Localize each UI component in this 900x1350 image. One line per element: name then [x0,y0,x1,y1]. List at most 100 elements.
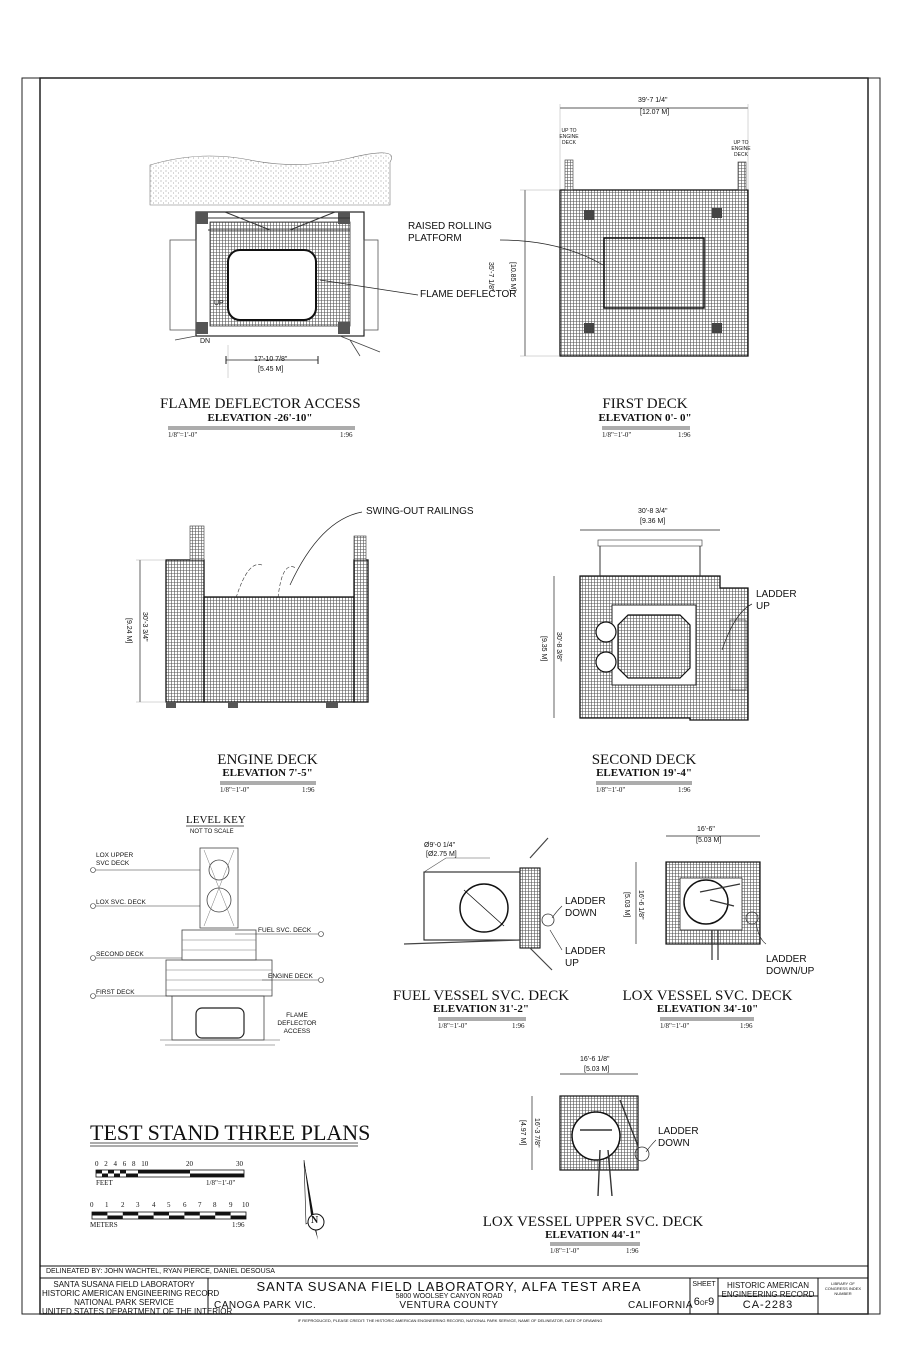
project-title: SANTA SUSANA FIELD LABORATORY, ALFA TEST… [256,1279,642,1294]
fuel-vessel-plan [403,837,555,971]
lox-upper-height: 16'-3 7/8" [533,1118,540,1148]
lox-vessel-ratio: 1:96 [740,1022,753,1030]
level-key-first: FIRST DECK [96,989,135,996]
feet-scale: 1/8"=1'-0" [206,1179,236,1187]
ladder-down-fuel-callout: LADDER DOWN [565,896,606,919]
first-deck-width: 39'-7 1/4" [638,97,668,104]
north-arrow-icon [303,1159,325,1240]
sheet-title: TEST STAND THREE PLANS [90,1120,371,1145]
feet-tick-20: 20 [186,1160,193,1168]
flame-deflector-callout: FLAME DEFLECTOR [420,289,517,300]
level-key-lox-upper: LOX UPPER SVC DECK [96,852,134,867]
meter-label: METERS [90,1221,118,1229]
lox-vessel-elevation: ELEVATION 34'-10" [656,1003,759,1015]
engine-deck-height-m: [9.24 M] [125,618,132,644]
lox-vessel-width-m: [5.03 M] [696,837,722,844]
haer-label: HISTORIC AMERICAN ENGINEERING RECORD [721,1281,815,1299]
lox-upper-width: 16'-6 1/8" [580,1056,610,1063]
fuel-vessel-scale: 1/8"=1'-0" [438,1022,468,1030]
engine-deck-height: 30'-3 3/4" [141,612,148,642]
level-key-flame: FLAME DEFLECTOR ACCESS [277,1012,317,1035]
level-key-second: SECOND DECK [96,951,144,958]
second-deck-height-m: [9.35 M] [540,636,547,662]
lox-vessel-height-m: [5.03 M] [623,892,630,918]
fuel-vessel-dia-m: [Ø2.75 M] [426,851,457,858]
level-key-elevation [90,847,324,1046]
feet-tick-labels: 0 2 4 6 8 10 [95,1160,149,1168]
lox-vessel-title: LOX VESSEL SVC. DECK [622,988,793,1004]
level-key-fuel-svc: FUEL SVC. DECK [258,927,312,934]
lox-upper-plan [531,1073,650,1197]
flame-deflector-title: FLAME DEFLECTOR ACCESS [160,396,361,412]
level-key-title: LEVEL KEY [186,814,246,826]
lox-vessel-height: 16'-6 1/8" [637,890,644,920]
second-deck-plan [553,529,749,721]
lox-upper-ratio: 1:96 [626,1247,639,1255]
second-deck-width-m: [9.36 M] [640,518,666,525]
engine-deck-ratio: 1:96 [302,786,315,794]
flame-deflector-elevation: ELEVATION -26'-10" [207,412,313,424]
first-deck-plan [520,104,749,357]
lox-upper-height-m: [4.97 M] [519,1120,526,1146]
level-key-note: NOT TO SCALE [190,829,234,835]
ladder-up-fuel-callout: LADDER UP [565,946,606,969]
flame-deflector-plan [149,152,392,378]
second-deck-width: 30'-8 3/4" [638,508,668,515]
second-deck-height: 30'-8 3/8" [555,632,562,662]
loc-index: LIBRARY OF CONGRESS INDEX NUMBER [824,1281,862,1296]
second-deck-ratio: 1:96 [678,786,691,794]
footer-note: IF REPRODUCED, PLEASE CREDIT: THE HISTOR… [297,1318,603,1323]
flame-deflector-dim-m: [5.45 M] [258,366,284,373]
engine-deck-title: ENGINE DECK [217,752,318,768]
engine-deck-elevation: ELEVATION 7'-5" [222,767,313,779]
ladder-down-upper-callout: LADDER DOWN [658,1126,699,1149]
second-deck-elevation: ELEVATION 19'-4" [596,767,692,779]
flame-deflector-dn-note: DN [200,338,211,345]
sheet-label: SHEET [692,1281,716,1288]
sheet-number: 6OF9 [693,1296,715,1308]
first-deck-height-m: [10.85 M] [509,262,516,292]
flame-deflector-dim: 17'-10 7/8" [254,356,288,363]
first-deck-height: 35'-7 1/8" [487,262,494,292]
scale-bar-feet [95,1169,245,1178]
org-block: SANTA SUSANA FIELD LABORATORY HISTORIC A… [42,1280,233,1316]
swing-out-callout: SWING-OUT RAILINGS [366,506,474,517]
flame-deflector-scale: 1/8"=1'-0" [168,431,198,439]
first-deck-elevation: ELEVATION 0'- 0" [598,412,692,424]
ladder-downup-lox-callout: LADDER DOWN/UP [766,954,815,977]
flame-deflector-up-note: UP [214,300,224,307]
engine-deck-scale: 1/8"=1'-0" [220,786,250,794]
fuel-vessel-ratio: 1:96 [512,1022,525,1030]
project-state: CALIFORNIA [628,1300,694,1311]
delineated-by: DELINEATED BY: JOHN WACHTEL, RYAN PIERCE… [46,1268,275,1275]
project-city: CANOGA PARK VIC. [214,1300,317,1311]
engine-deck-plan [136,525,369,708]
project-address: 5800 WOOLSEY CANYON ROAD [395,1293,503,1300]
raised-platform-callout: RAISED ROLLING PLATFORM [408,221,492,244]
first-deck-ratio: 1:96 [678,431,691,439]
lox-upper-scale: 1/8"=1'-0" [550,1247,580,1255]
project-county: VENTURA COUNTY [399,1300,499,1311]
ladder-up-second-callout: LADDER UP [756,589,797,612]
lox-vessel-plan [635,835,761,960]
first-deck-up-left: UP TO ENGINE DECK [559,128,579,146]
lox-vessel-scale: 1/8"=1'-0" [660,1022,690,1030]
lox-upper-title: LOX VESSEL UPPER SVC. DECK [482,1214,704,1230]
scale-bar-meters [91,1211,247,1220]
fuel-vessel-elevation: ELEVATION 31'-2" [433,1003,529,1015]
lox-upper-width-m: [5.03 M] [584,1066,610,1073]
level-key-engine: ENGINE DECK [268,973,313,980]
level-key-lox-svc: LOX SVC. DECK [96,899,146,906]
first-deck-title: FIRST DECK [602,396,688,412]
first-deck-width-m: [12.07 M] [640,109,670,116]
lox-vessel-width: 16'-6" [697,826,715,833]
lox-upper-elevation: ELEVATION 44'-1" [545,1229,641,1241]
fuel-vessel-dia: Ø9'-0 1/4" [424,842,456,849]
flame-deflector-ratio: 1:96 [340,431,353,439]
north-label: N [311,1215,319,1226]
first-deck-up-right: UP TO ENGINE DECK [731,140,751,158]
feet-label: FEET [96,1179,113,1187]
fuel-vessel-title: FUEL VESSEL SVC. DECK [392,988,570,1004]
meter-scale: 1:96 [232,1221,245,1229]
